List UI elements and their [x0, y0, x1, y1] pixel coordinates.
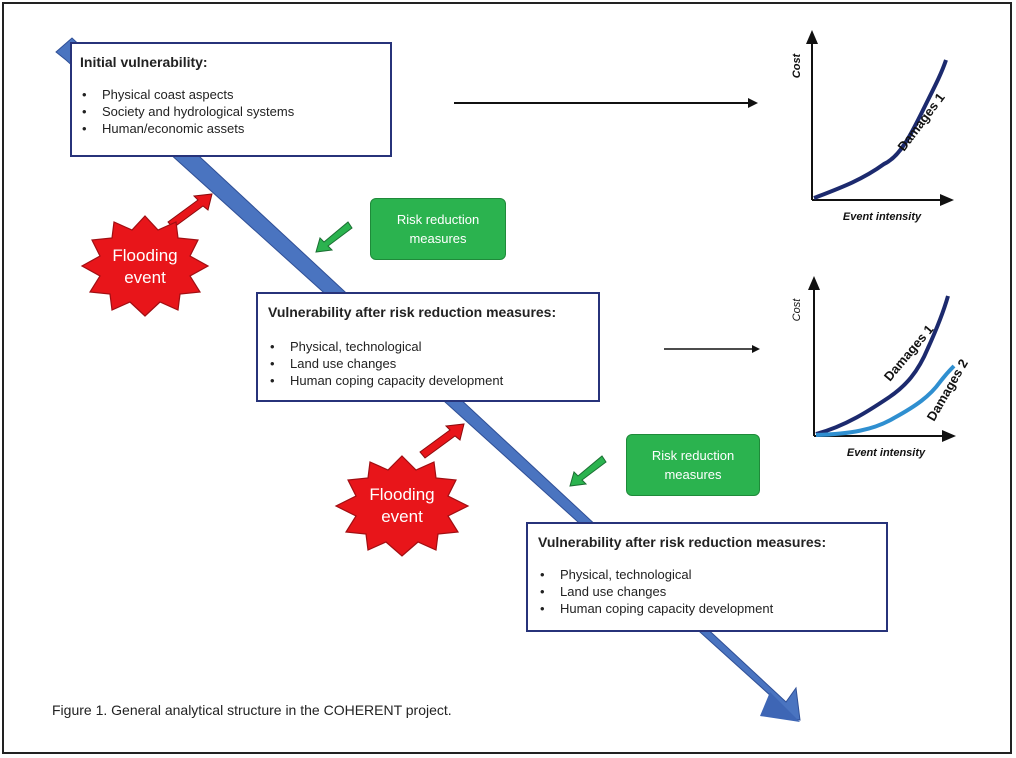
chart-1: Cost Event intensity Damages 1 — [791, 30, 954, 223]
box-list-item: Human/economic assets — [80, 120, 382, 137]
box-list-item: Physical, technological — [538, 566, 876, 583]
box-list-item: Society and hydrological systems — [80, 103, 382, 120]
box-list: Physical, technological Land use changes… — [268, 338, 588, 389]
box-list-item: Land use changes — [538, 583, 876, 600]
arrow-to-chart-2 — [664, 345, 760, 353]
red-arrow-2 — [419, 423, 465, 459]
chart-1-xlabel: Event intensity — [843, 211, 922, 223]
red-arrow-1 — [167, 193, 213, 229]
chart-1-y-arrowhead — [806, 30, 818, 44]
vulnerability-after-measures-box-1: Vulnerability after risk reduction measu… — [256, 292, 600, 402]
box-title: Vulnerability after risk reduction measu… — [538, 534, 827, 550]
risk-reduction-label-line1: Risk reduction — [396, 212, 480, 227]
arrow-to-chart-1 — [454, 98, 758, 108]
box-list: Physical coast aspects Society and hydro… — [80, 86, 382, 137]
chart-1-x-arrowhead — [940, 194, 954, 206]
box-list-item: Physical, technological — [268, 338, 588, 355]
box-title: Initial vulnerability: — [80, 54, 208, 70]
box-list-item: Land use changes — [268, 355, 588, 372]
box-title: Vulnerability after risk reduction measu… — [268, 304, 557, 320]
figure-caption: Figure 1. General analytical structure i… — [52, 702, 452, 718]
risk-reduction-label-line1: Risk reduction — [651, 448, 735, 463]
risk-reduction-box-2: Risk reduction measures — [626, 434, 760, 496]
box-list: Physical, technological Land use changes… — [538, 566, 876, 617]
vulnerability-trend-arrow-head — [760, 692, 800, 722]
chart-2-y-arrowhead — [808, 276, 820, 290]
chart-2: Cost Event intensity Damages 1 Damages 2 — [791, 276, 971, 459]
green-arrow-2 — [569, 455, 607, 487]
flooding-star-1 — [80, 215, 210, 317]
chart-2-x-arrowhead — [942, 430, 956, 442]
flooding-label-1-line1: Flooding — [112, 246, 177, 265]
risk-reduction-label-line2: measures — [409, 231, 467, 246]
chart-2-damages-2-line — [815, 364, 956, 437]
vulnerability-after-measures-box-2: Vulnerability after risk reduction measu… — [526, 522, 888, 632]
box-list-item: Human coping capacity development — [268, 372, 588, 389]
flooding-label-2-line2: event — [381, 507, 423, 526]
flooding-label-1-line2: event — [124, 268, 166, 287]
box-list-item: Physical coast aspects — [80, 86, 382, 103]
chart-1-damages-1-line — [813, 59, 948, 200]
risk-reduction-label-line2: measures — [664, 467, 722, 482]
chart-1-ylabel: Cost — [791, 52, 803, 78]
risk-reduction-box-1: Risk reduction measures — [370, 198, 506, 260]
chart-1-series-label: Damages 1 — [894, 90, 947, 154]
chart-2-damages-1-line — [815, 295, 950, 436]
initial-vulnerability-box: Initial vulnerability: Physical coast as… — [70, 42, 392, 157]
green-arrow-1 — [315, 221, 353, 253]
chart-2-ylabel: Cost — [791, 298, 803, 322]
chart-2-xlabel: Event intensity — [847, 447, 926, 459]
box-list-item: Human coping capacity development — [538, 600, 876, 617]
flooding-star-2 — [334, 455, 470, 557]
flooding-label-2-line1: Flooding — [369, 485, 434, 504]
